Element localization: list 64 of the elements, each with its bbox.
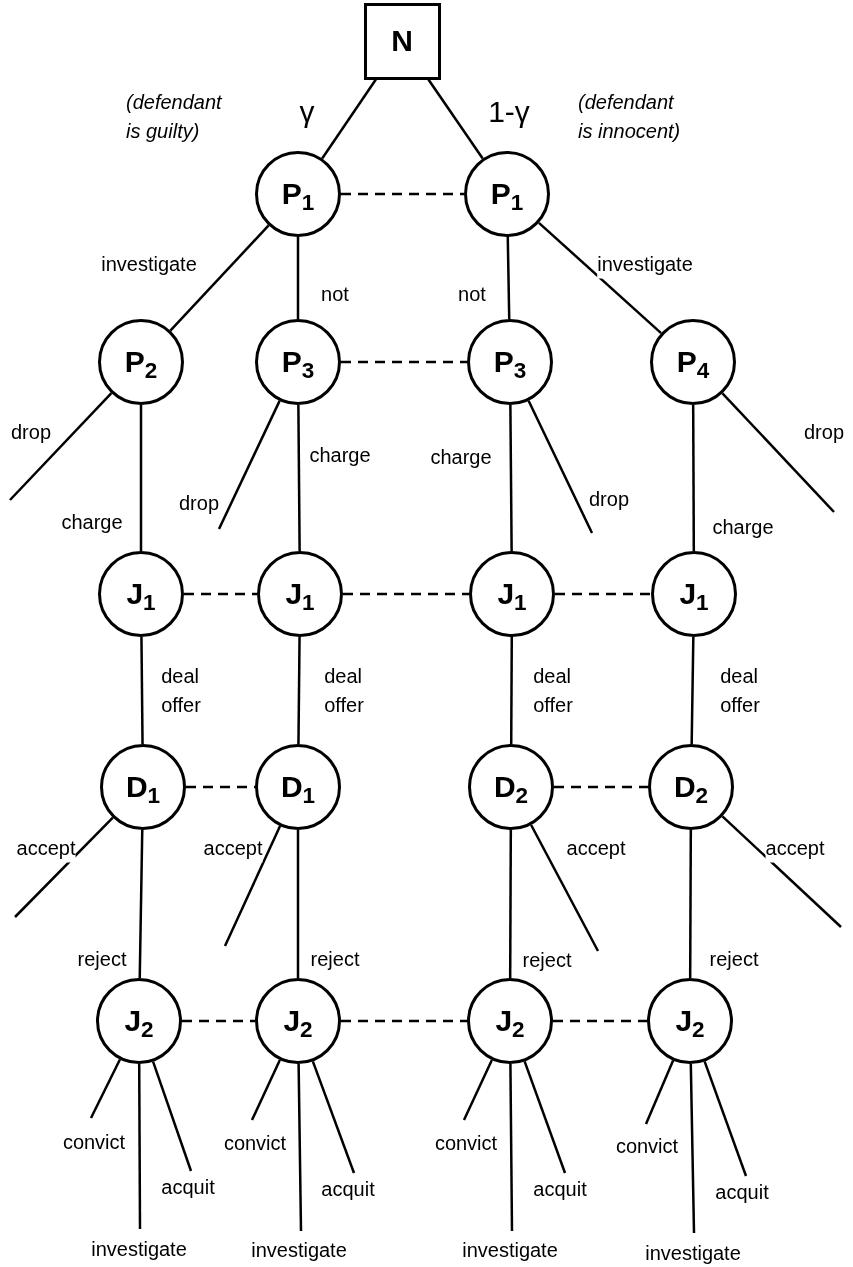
- branch-line: [688, 830, 693, 978]
- node-label: P$_{3}$: [281, 347, 315, 377]
- branch-line: [217, 400, 281, 530]
- node-label: J$_{2}$: [675, 1006, 705, 1036]
- branch-line: [462, 1059, 493, 1121]
- node-label: J$_{1}$: [126, 579, 156, 609]
- node-label: J$_{1}$: [497, 579, 527, 609]
- node-label: D$_{1}$: [125, 772, 161, 802]
- branch-line: [223, 825, 282, 947]
- node-label: D$_{1}$: [280, 772, 316, 802]
- node-label: P$_{2}$: [124, 347, 158, 377]
- branch-line: [721, 815, 842, 928]
- branch-line: [538, 221, 662, 335]
- branch-line: [509, 637, 514, 744]
- node-label: N: [391, 26, 413, 56]
- dashed-line: [182, 1019, 255, 1023]
- dashed-line: [184, 592, 257, 596]
- node-label: J$_{1}$: [285, 579, 315, 609]
- node-label: J$_{2}$: [283, 1006, 313, 1036]
- dashed-line: [554, 785, 648, 789]
- branch-line: [297, 405, 301, 551]
- node-label: P$_{1}$: [281, 179, 315, 209]
- branch-line: [296, 830, 300, 978]
- branch-line: [138, 829, 144, 979]
- branch-line: [509, 405, 513, 551]
- branch-line: [296, 237, 300, 319]
- dashed-line: [343, 592, 469, 596]
- branch-line: [530, 824, 600, 952]
- branch-line: [137, 1064, 142, 1229]
- branch-line: [140, 637, 144, 744]
- branch-line: [14, 816, 114, 918]
- branch-line: [508, 830, 513, 978]
- branch-line: [427, 78, 484, 160]
- branch-line: [297, 1063, 303, 1231]
- dashed-line: [553, 1019, 647, 1023]
- node-label: P$_{1}$: [490, 179, 524, 209]
- branch-line: [721, 392, 835, 513]
- branch-line: [297, 637, 301, 744]
- branch-line: [690, 636, 695, 745]
- dashed-line: [341, 1019, 467, 1023]
- node-label: P$_{3}$: [493, 347, 527, 377]
- branch-line: [321, 78, 377, 160]
- note-text: (defendant is guilty): [126, 90, 223, 144]
- node-label: J$_{1}$: [679, 579, 709, 609]
- branch-line: [9, 392, 113, 501]
- branch-line: [691, 405, 696, 551]
- dashed-line: [341, 192, 464, 196]
- dashed-line: [555, 592, 651, 596]
- branch-line: [250, 1059, 281, 1121]
- nature-box: [363, 2, 441, 80]
- branch-line: [169, 224, 270, 332]
- branch-line: [689, 1063, 696, 1234]
- branch-line: [139, 405, 143, 551]
- branch-line: [506, 236, 511, 320]
- node-label: D$_{2}$: [673, 772, 709, 802]
- node-label: P$_{4}$: [676, 347, 710, 377]
- note-text: (defendant is innocent): [578, 90, 682, 144]
- node-label: D$_{2}$: [493, 772, 529, 802]
- branch-line: [89, 1059, 122, 1119]
- node-label: J$_{2}$: [495, 1006, 525, 1036]
- node-label: J$_{2}$: [124, 1006, 154, 1036]
- dashed-line: [341, 360, 467, 364]
- branch-line: [509, 1064, 514, 1231]
- branch-line: [527, 400, 594, 534]
